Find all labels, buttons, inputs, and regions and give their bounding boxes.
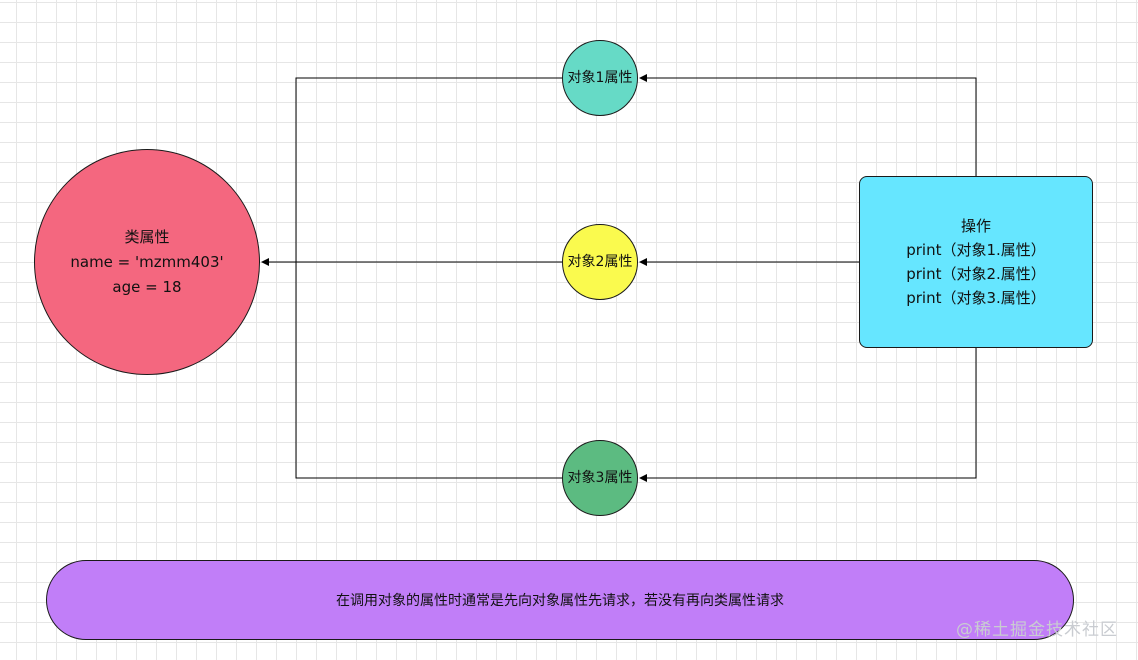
class-node-title: 类属性	[124, 227, 170, 246]
note-text: 在调用对象的属性时通常是先向对象属性先请求，若没有再向类属性请求	[336, 593, 784, 609]
class-node-name-line: name = 'mzmm403'	[70, 252, 224, 271]
note-banner: 在调用对象的属性时通常是先向对象属性先请求，若没有再向类属性请求	[46, 560, 1074, 640]
operation-print-obj3: print（对象3.属性）	[906, 289, 1046, 307]
operation-title: 操作	[960, 217, 991, 235]
operation-node: 操作 print（对象1.属性） print（对象2.属性） print（对象3…	[859, 176, 1093, 348]
operation-print-obj2: print（对象2.属性）	[906, 265, 1046, 283]
edge-operation-to-obj1	[639, 74, 977, 176]
operation-print-obj1: print（对象1.属性）	[906, 241, 1046, 259]
object2-label: 对象2属性	[567, 254, 633, 270]
edge-operation-to-obj3	[639, 348, 977, 482]
object1-label: 对象1属性	[567, 70, 633, 86]
object1-attribute-node: 对象1属性	[562, 40, 638, 116]
edge-obj1-to-class	[295, 77, 562, 262]
class-node-age-line: age = 18	[112, 277, 182, 296]
object3-attribute-node: 对象3属性	[562, 440, 638, 516]
object2-attribute-node: 对象2属性	[562, 224, 638, 300]
edge-obj3-to-class	[295, 262, 562, 479]
object3-label: 对象3属性	[567, 470, 633, 486]
class-attribute-node: 类属性 name = 'mzmm403' age = 18	[34, 149, 260, 375]
watermark: @稀土掘金技术社区	[956, 620, 1118, 640]
